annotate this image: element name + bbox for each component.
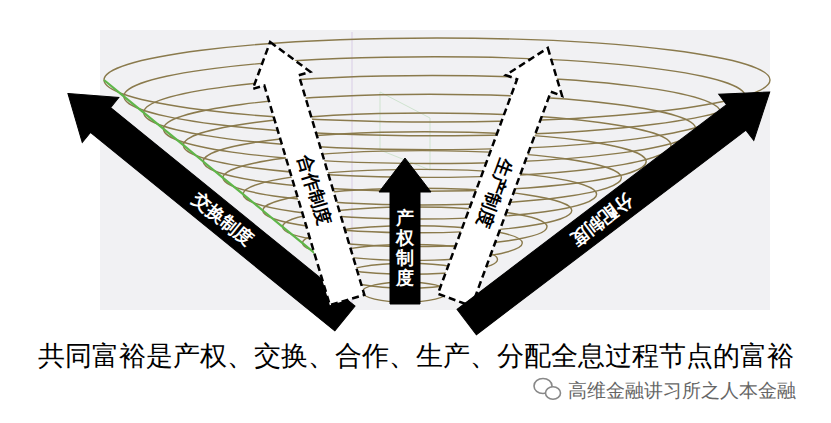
arrow-shape	[449, 69, 787, 345]
cone-ring	[223, 151, 621, 205]
arrow-band: 产权制度	[379, 158, 431, 304]
arrow-shape	[50, 70, 364, 340]
arrow-label: 合作制度	[292, 152, 336, 228]
cone-ring	[104, 38, 770, 122]
wechat-icon	[546, 387, 561, 399]
arrow-shape	[241, 33, 375, 308]
cone-ring	[183, 113, 671, 177]
arrow-shape	[379, 158, 431, 304]
cone-ring	[164, 94, 696, 163]
arrow-label: 产权制度	[396, 208, 414, 287]
arrow-label: 交换制度	[187, 187, 258, 251]
arrow-label: 分配制度	[566, 188, 638, 251]
caption: 共同富裕是产权、交换、合作、生产、分配全息过程节点的富裕	[0, 338, 831, 374]
wechat-icon	[534, 379, 561, 400]
watermark: 高维金融讲习所之人本金融	[568, 378, 796, 404]
cone-ring	[124, 57, 745, 136]
arrow-label: 生产制度	[471, 155, 518, 231]
